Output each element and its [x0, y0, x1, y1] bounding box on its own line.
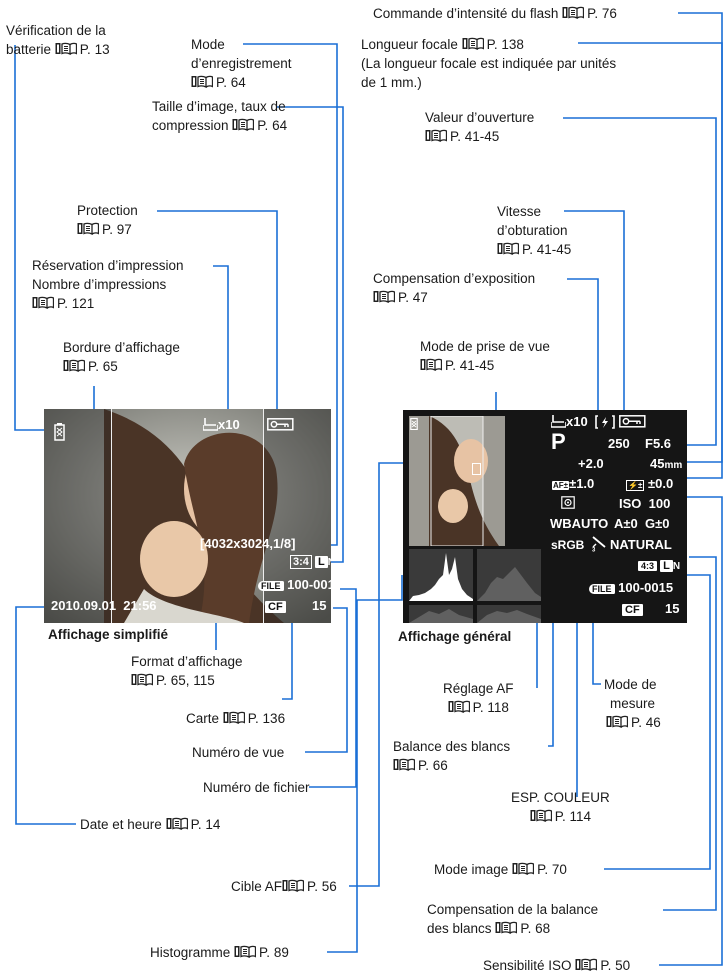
flash-intensity-icon [595, 415, 615, 429]
thumbnail-photo [409, 416, 505, 546]
focal-length: 45mm [650, 456, 683, 471]
book-reference-icon [223, 711, 245, 724]
book-reference-icon [448, 700, 470, 713]
simple-display-screen: x10 [4032x3024,1/8] 3:4 LN FILE 100-0015… [44, 409, 331, 623]
flash-comp: ⚡± ±0.0 [626, 476, 674, 491]
aperture-value: F5.6 [645, 436, 672, 451]
callout-iso: Sensibilité ISO P. 50 [483, 958, 631, 973]
battery-icon [410, 417, 418, 430]
callout-af-setting: Réglage AF P. 118 [443, 681, 514, 715]
callout-focal-length: Longueur focale P. 138 (La longueur foca… [361, 37, 617, 90]
color-space-value: sRGB [551, 538, 585, 552]
callout-color-space: ESP. COULEUR P. 114 [511, 790, 610, 824]
histogram-luminance [409, 549, 473, 601]
file-number: FILE 100-0015 [258, 577, 331, 593]
callout-print-reservation: Réservation d’impression Nombre d’impres… [32, 258, 184, 311]
metering-icon [561, 496, 575, 509]
quality-indicator: 3:4 LN [290, 555, 331, 569]
callout-metering: Mode de mesure P. 46 [604, 677, 661, 730]
picture-mode-icon: 3 [592, 536, 606, 553]
exposure-comp-value: +2.0 [578, 456, 604, 471]
picture-mode-value: NATURAL [610, 537, 672, 552]
print-reservation: x10 [202, 417, 240, 432]
protect-key-icon [619, 415, 646, 428]
book-reference-icon [232, 118, 254, 131]
printer-icon [550, 415, 567, 428]
callout-frame-number: Numéro de vue [192, 745, 285, 760]
callout-frame-border: Bordure d’affichage P. 65 [63, 340, 180, 374]
book-reference-icon [282, 879, 304, 892]
callout-white-balance: Balance des blancs P. 66 [393, 739, 511, 773]
af-fine-adjust: AF±±1.0 [552, 476, 595, 491]
book-reference-icon [191, 75, 213, 88]
card-indicator: CF [265, 599, 286, 614]
white-balance-value: WBAUTO [550, 516, 609, 531]
callout-datetime: Date et heure P. 14 [80, 817, 221, 832]
callout-exposure-comp: Compensation d’exposition P. 47 [373, 271, 536, 305]
printer-icon [202, 418, 219, 431]
callout-card: Carte P. 136 [186, 711, 286, 726]
book-reference-icon [373, 290, 395, 303]
callout-shooting-mode: Mode de prise de vue P. 41-45 [420, 339, 550, 373]
callout-battery: Vérification de la batterie P. 13 [6, 23, 110, 57]
book-reference-icon [425, 129, 447, 142]
book-reference-icon [32, 296, 54, 309]
file-icon: FILE [589, 584, 615, 594]
book-reference-icon [606, 715, 628, 728]
datetime-value: 2010.09.01 21:56 [51, 598, 157, 613]
card-indicator: CF [622, 602, 643, 617]
callout-wb-comp: Compensation de la balance des blancs P.… [427, 902, 599, 936]
book-reference-icon [562, 6, 584, 19]
protect-key-icon [267, 418, 294, 431]
histogram-blue [477, 605, 541, 623]
book-reference-icon [495, 921, 517, 934]
histogram-red [477, 549, 541, 601]
book-reference-icon [530, 809, 552, 822]
book-reference-icon [55, 42, 77, 55]
flash-comp-icon: ⚡± [626, 480, 645, 491]
callout-flash: Commande d’intensité du flash P. 76 [373, 6, 617, 21]
callout-display-format: Format d’affichage P. 65, 115 [131, 654, 243, 688]
book-reference-icon [575, 958, 597, 971]
book-reference-icon [393, 758, 415, 771]
simple-display-caption: Affichage simplifié [48, 627, 169, 642]
iso-indicator: ISO 100 [619, 496, 671, 511]
histogram-green [409, 605, 473, 623]
file-number: FILE 100-0015 [589, 580, 673, 596]
book-reference-icon [497, 242, 519, 255]
callout-file-number: Numéro de fichier [203, 780, 310, 795]
callout-aperture: Valeur d’ouverture P. 41-45 [425, 110, 535, 144]
frame-number: 15 [665, 601, 680, 616]
book-reference-icon [63, 359, 85, 372]
callout-image-size: Taille d’image, taux de compression P. 6… [152, 99, 288, 133]
print-reservation: x10 [550, 414, 588, 429]
book-reference-icon [234, 945, 256, 958]
shutter-value: 250 [608, 436, 630, 451]
shooting-mode: P [551, 429, 566, 454]
book-reference-icon [512, 862, 534, 875]
wb-comp-value: A±0 G±0 [614, 516, 670, 531]
general-display-caption: Affichage général [398, 629, 512, 644]
book-reference-icon [166, 817, 188, 830]
image-size-value: [4032x3024,1/8] [200, 536, 296, 551]
svg-text:3: 3 [592, 548, 596, 553]
book-reference-icon [462, 37, 484, 50]
callout-histogram: Histogramme P. 89 [150, 945, 289, 960]
callout-picture-mode: Mode image P. 70 [434, 862, 567, 877]
frame-number: 15 [312, 598, 327, 613]
af-adjust-icon: AF± [552, 481, 570, 490]
display-border [111, 409, 264, 623]
book-reference-icon [77, 222, 99, 235]
book-reference-icon [131, 673, 153, 686]
callout-record-mode: Mode d’enregistrement P. 64 [191, 37, 292, 90]
callout-shutter: Vitesse d’obturation P. 41-45 [497, 204, 572, 257]
general-display-screen: x10 P 250 F5.6 +2.0 45mm AF±±1.0 ⚡± ±0.0… [403, 410, 687, 623]
book-reference-icon [420, 358, 442, 371]
file-icon: FILE [258, 581, 284, 591]
callout-protection: Protection P. 97 [77, 203, 138, 237]
battery-icon [54, 423, 65, 441]
af-target-frame [472, 463, 481, 475]
